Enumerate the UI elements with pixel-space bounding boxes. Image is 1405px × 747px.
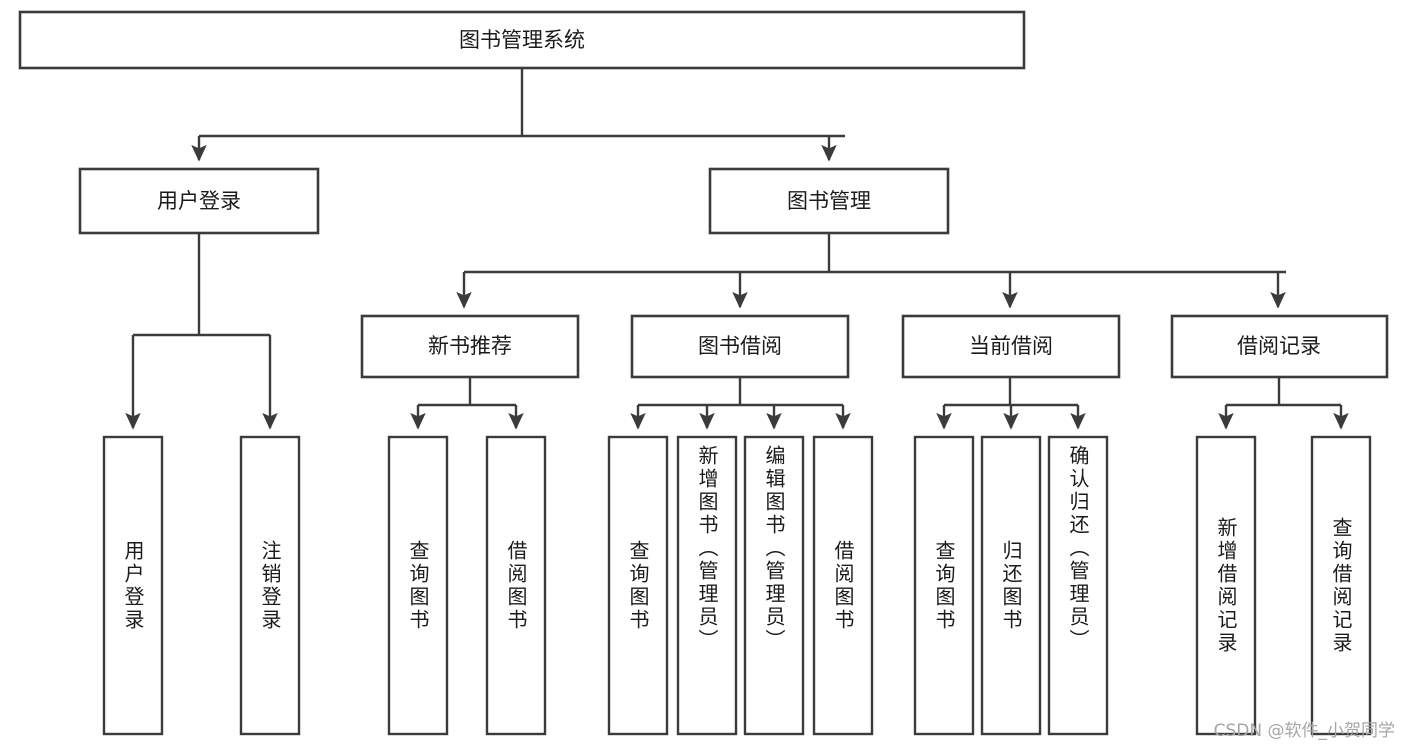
node-root[interactable]: 图书管理系统 [18, 10, 1026, 70]
leaf-box-add-borrow-record[interactable] [1195, 435, 1257, 736]
node-book-borrow[interactable]: 图书借阅 [630, 314, 850, 379]
leaf-box-query-book-3[interactable] [913, 435, 975, 736]
node-book-borrow-label: 图书借阅 [698, 334, 782, 358]
node-root-label: 图书管理系统 [459, 28, 585, 52]
leaf-box-edit-book-admin[interactable] [743, 435, 805, 736]
node-borrow-record[interactable]: 借阅记录 [1170, 314, 1389, 379]
leaf-box-query-borrow-record[interactable] [1310, 435, 1372, 736]
leaf-box-borrow-book-2[interactable] [812, 435, 874, 736]
leaf-boxes [102, 435, 1372, 736]
connector-root-to-level2 [191, 68, 845, 162]
node-book-manage[interactable]: 图书管理 [708, 167, 950, 235]
leaf-box-return-book[interactable] [980, 435, 1042, 736]
connector-current-borrow-to-leaves [936, 377, 1086, 430]
leaf-box-borrow-book-1[interactable] [485, 435, 547, 736]
node-new-book-recommend[interactable]: 新书推荐 [360, 314, 580, 379]
leaf-box-user-login[interactable] [102, 435, 164, 736]
node-current-borrow-label: 当前借阅 [969, 334, 1053, 358]
connector-borrow-record-to-leaves [1218, 377, 1349, 430]
leaf-box-logout-login[interactable] [239, 435, 301, 736]
leaf-box-query-book-2[interactable] [607, 435, 669, 736]
node-new-book-recommend-label: 新书推荐 [428, 334, 512, 358]
node-user-login[interactable]: 用户登录 [78, 167, 320, 235]
leaf-box-add-book-admin[interactable] [676, 435, 738, 736]
watermark: CSDN @软件_小贺同学 [1213, 721, 1395, 741]
node-current-borrow[interactable]: 当前借阅 [901, 314, 1121, 379]
node-book-manage-label: 图书管理 [787, 189, 871, 213]
connector-book-borrow-to-leaves [630, 377, 851, 430]
connector-book-manage-to-level3 [456, 233, 1286, 309]
leaf-box-query-book-1[interactable] [387, 435, 449, 736]
connector-new-book-recommend-to-leaves [410, 377, 524, 430]
connector-user-login-to-leaves [125, 233, 278, 430]
node-borrow-record-label: 借阅记录 [1237, 334, 1321, 358]
node-user-login-label: 用户登录 [157, 189, 241, 213]
leaf-box-confirm-return-admin[interactable] [1047, 435, 1109, 736]
